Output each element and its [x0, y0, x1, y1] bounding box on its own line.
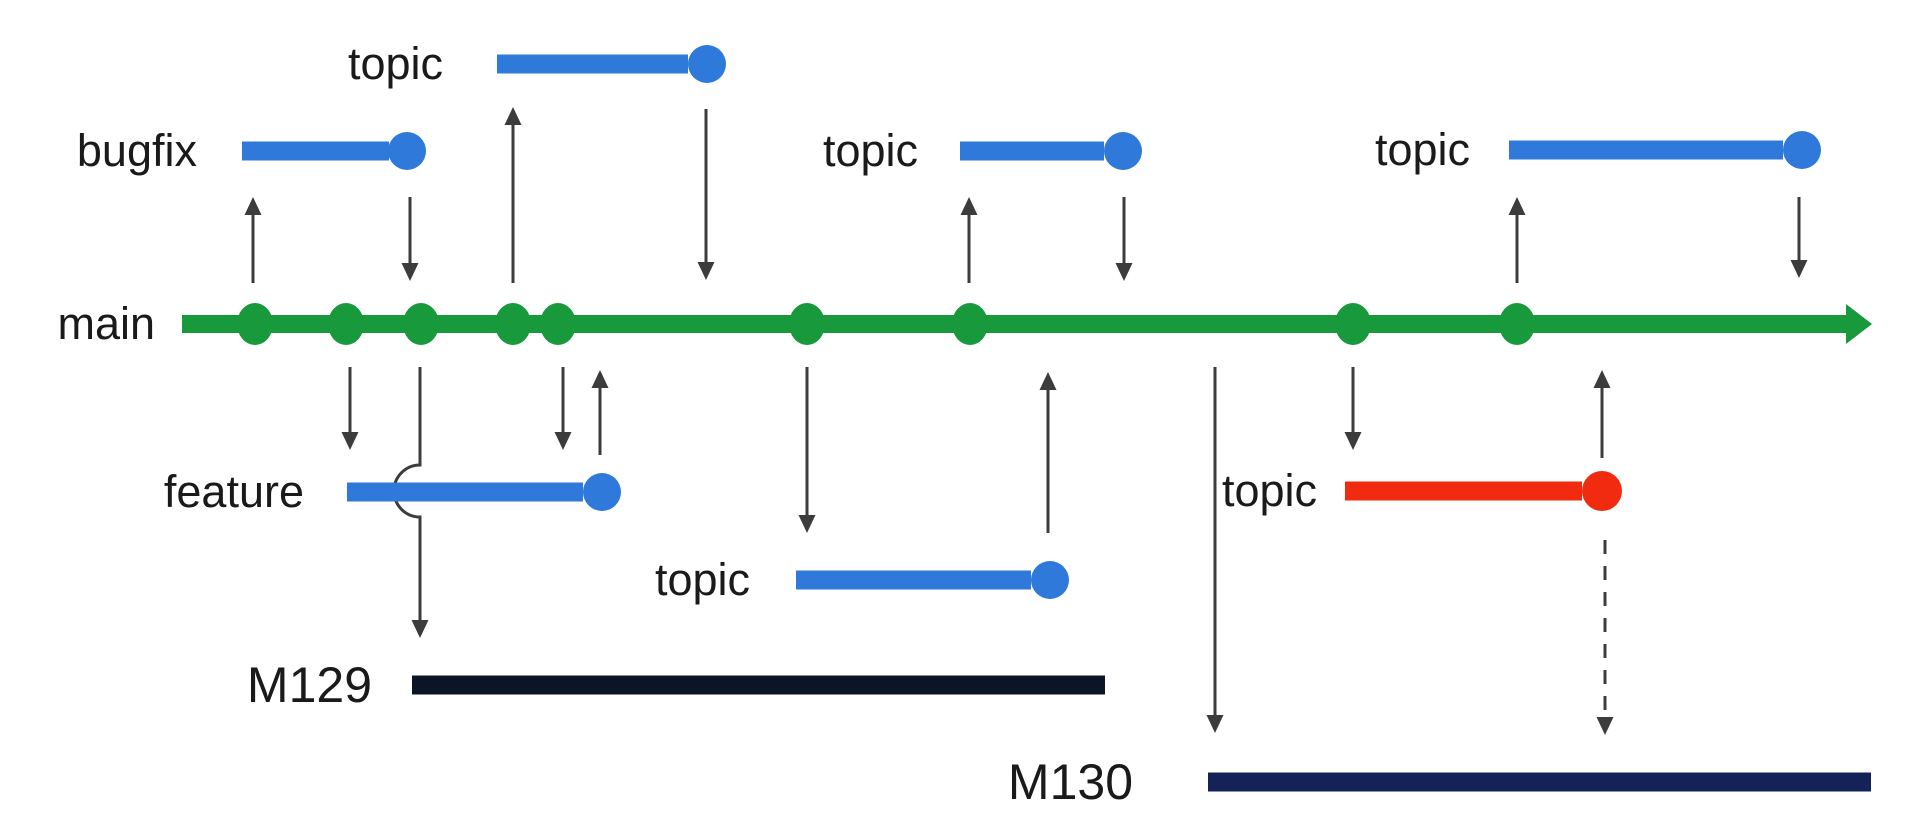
branch-head-dot-feature [583, 473, 621, 511]
branch-head-dot-topic-3 [1783, 131, 1821, 169]
arrow-branch-main-to-topic-5 [1344, 367, 1362, 450]
arrow-head [1115, 263, 1133, 281]
arrow-branch-main-to-topic-3 [1508, 197, 1526, 283]
arrow-head [244, 197, 262, 215]
arrow-merge-feature-to-main [591, 370, 609, 455]
arrow-branch-main-to-topic-4 [798, 367, 816, 533]
milestone-M129 [412, 675, 1105, 695]
branch-label-topic-4: topic [655, 554, 750, 605]
milestone-bar-M129 [412, 675, 1105, 695]
main-commit-dot-1 [237, 303, 273, 345]
arrow-merge-topic-1-to-main [697, 109, 715, 280]
arrow-head [798, 515, 816, 533]
arrow-merge-topic-2-to-main [1115, 197, 1133, 281]
arrows-layer [244, 107, 1808, 735]
arrow-head [401, 263, 419, 281]
main-commit-dot-4 [495, 303, 531, 345]
arrow-merge-topic-3-to-main [1790, 197, 1808, 278]
arrow-branch-main-to-topic-1 [504, 107, 522, 283]
main-commit-dot-2 [328, 303, 364, 345]
branch-topic-3 [1509, 131, 1821, 169]
main-branch-arrowhead-icon [1846, 304, 1872, 344]
branch-label-topic-2: topic [823, 125, 918, 176]
arrow-head [697, 262, 715, 280]
milestone-label-M130: M130 [1008, 754, 1133, 810]
branch-label-feature: feature [164, 466, 304, 517]
branch-topic-5 [1345, 471, 1622, 511]
arrow-head [1206, 715, 1224, 733]
arrow-head [554, 432, 572, 450]
milestone-M130 [1208, 772, 1871, 792]
branch-topic-1 [497, 45, 726, 83]
arrow-head [1593, 370, 1611, 388]
branch-head-dot-topic-1 [688, 45, 726, 83]
arrow-head [411, 620, 429, 638]
main-commit-dot-8 [1335, 303, 1371, 345]
arrow-main-to-m129 [392, 367, 429, 638]
main-commit-dot-5 [540, 303, 576, 345]
arrow-branch-main-to-topic-2 [960, 197, 978, 283]
arrow-branch-main-to-bugfix [244, 197, 262, 283]
arrow-topic-5-to-m130 [1596, 540, 1614, 735]
branch-topic-2 [960, 132, 1142, 170]
main-branch-label: main [57, 298, 155, 349]
branch-head-dot-topic-4 [1031, 561, 1069, 599]
arrow-head [1344, 432, 1362, 450]
branch-label-topic-1: topic [348, 38, 443, 89]
milestones-layer [412, 675, 1871, 792]
arrow-branch-main-to-feature [341, 367, 359, 450]
branch-label-bugfix: bugfix [77, 125, 198, 176]
main-branch-layer [182, 303, 1872, 345]
branches-layer [242, 45, 1821, 599]
branch-head-dot-topic-5 [1582, 471, 1622, 511]
arrow-head [504, 107, 522, 125]
arrow-head [341, 432, 359, 450]
main-commit-dot-7 [952, 303, 988, 345]
branch-feature [347, 473, 621, 511]
arrow-head [1508, 197, 1526, 215]
arrow-head [1596, 717, 1614, 735]
main-commit-dot-9 [1499, 303, 1535, 345]
arrow-head [1039, 372, 1057, 390]
arrow-update-main-to-feature [554, 367, 572, 450]
arrow-head [1790, 260, 1808, 278]
main-commit-dot-3 [403, 303, 439, 345]
branch-label-topic-3: topic [1375, 124, 1470, 175]
arrow-merge-bugfix-to-main [401, 197, 419, 281]
arrow-head [960, 197, 978, 215]
branch-head-dot-topic-2 [1104, 132, 1142, 170]
arrow-head [591, 370, 609, 388]
arrow-merge-topic-5-to-main [1593, 370, 1611, 458]
main-branch [182, 303, 1872, 345]
branch-label-topic-5: topic [1222, 465, 1317, 516]
main-commit-dot-6 [789, 303, 825, 345]
milestone-bar-M130 [1208, 772, 1871, 792]
arrow-main-to-m130 [1206, 367, 1224, 733]
milestone-label-M129: M129 [247, 657, 372, 713]
branch-head-dot-bugfix [388, 132, 426, 170]
branch-topic-4 [796, 561, 1069, 599]
arrow-merge-topic-4-to-main [1039, 372, 1057, 533]
branch-bugfix [242, 132, 426, 170]
